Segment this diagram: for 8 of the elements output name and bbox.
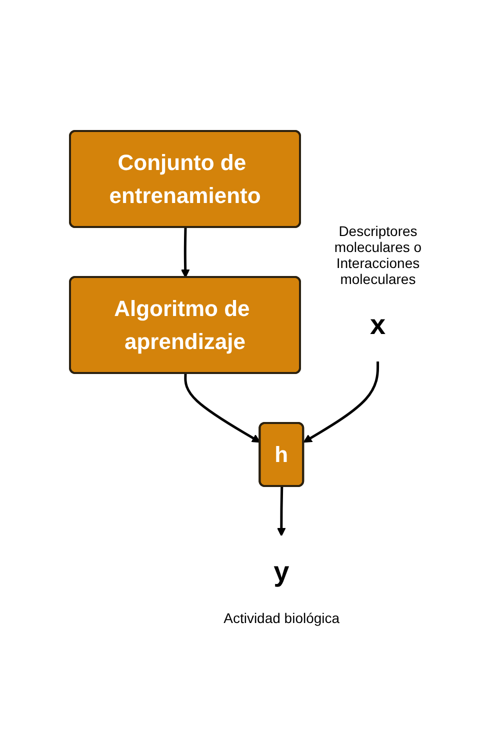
arrow	[303, 360, 380, 442]
node-text: x	[370, 308, 386, 340]
arrow	[277, 486, 286, 536]
node-text: y	[274, 556, 290, 586]
arrow	[184, 372, 261, 442]
node-caption: Descriptores moleculares o Interacciones moleculares	[333, 222, 423, 286]
arrow	[181, 226, 190, 278]
node-caption: Actividad biológica	[222, 610, 341, 626]
